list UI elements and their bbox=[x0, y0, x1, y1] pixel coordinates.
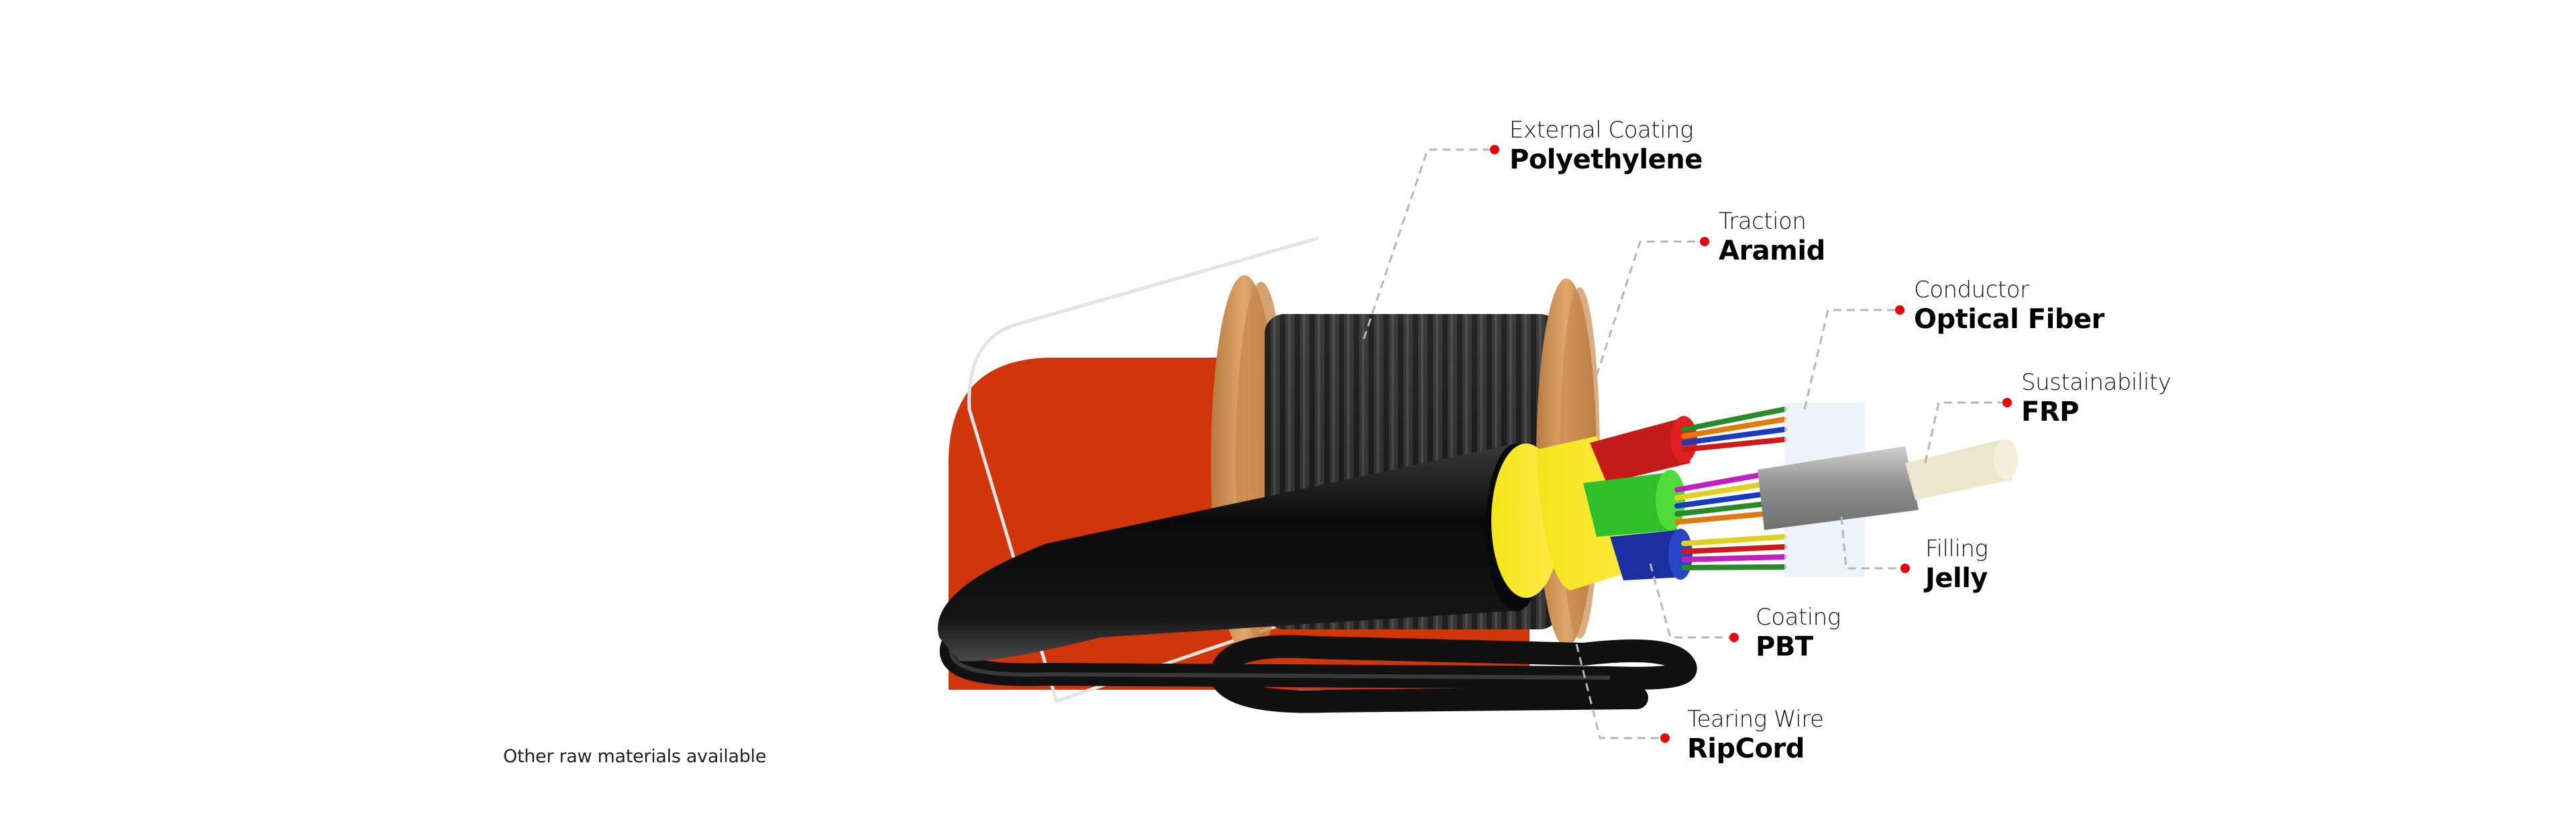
callout-material: FRP bbox=[2021, 397, 2079, 427]
callout-conductor: Conductor Optical Fiber bbox=[1914, 276, 2104, 335]
callout-category: Traction bbox=[1719, 208, 1807, 235]
callout-category: Tearing Wire bbox=[1687, 706, 1824, 733]
callout-category: External Coating bbox=[1509, 117, 1693, 144]
dot-conductor bbox=[1895, 305, 1904, 315]
callout-material: Jelly bbox=[1925, 563, 1988, 594]
callout-category: Conductor bbox=[1914, 276, 2029, 303]
callout-material: Aramid bbox=[1719, 236, 1825, 266]
other-materials-note: Other raw materials available bbox=[503, 746, 767, 767]
callout-external-coating: External Coating Polyethylene bbox=[1509, 117, 1703, 176]
callout-coating: Coating PBT bbox=[1756, 604, 1841, 663]
callout-tearing-wire: Tearing Wire RipCord bbox=[1687, 706, 1824, 765]
dot-sustainability bbox=[2002, 398, 2012, 407]
callout-category: Coating bbox=[1756, 604, 1841, 631]
dot-filling bbox=[1900, 564, 1910, 573]
dot-external-coating bbox=[1490, 145, 1499, 154]
callout-material: PBT bbox=[1756, 631, 1813, 662]
callout-material: Polyethylene bbox=[1509, 144, 1703, 175]
dot-tearing-wire bbox=[1660, 733, 1670, 743]
dot-coating bbox=[1729, 633, 1739, 642]
callout-material: RipCord bbox=[1687, 733, 1805, 764]
callout-material: Optical Fiber bbox=[1914, 304, 2104, 335]
callout-traction: Traction Aramid bbox=[1719, 208, 1825, 267]
callout-category: Sustainability bbox=[2021, 369, 2171, 396]
callout-filling: Filling Jelly bbox=[1925, 535, 1988, 594]
cable-jacket bbox=[938, 444, 1543, 662]
outline-shape bbox=[967, 236, 1332, 704]
dot-traction bbox=[1700, 237, 1709, 246]
callout-sustainability: Sustainability FRP bbox=[2021, 369, 2171, 428]
callout-category: Filling bbox=[1925, 535, 1988, 562]
